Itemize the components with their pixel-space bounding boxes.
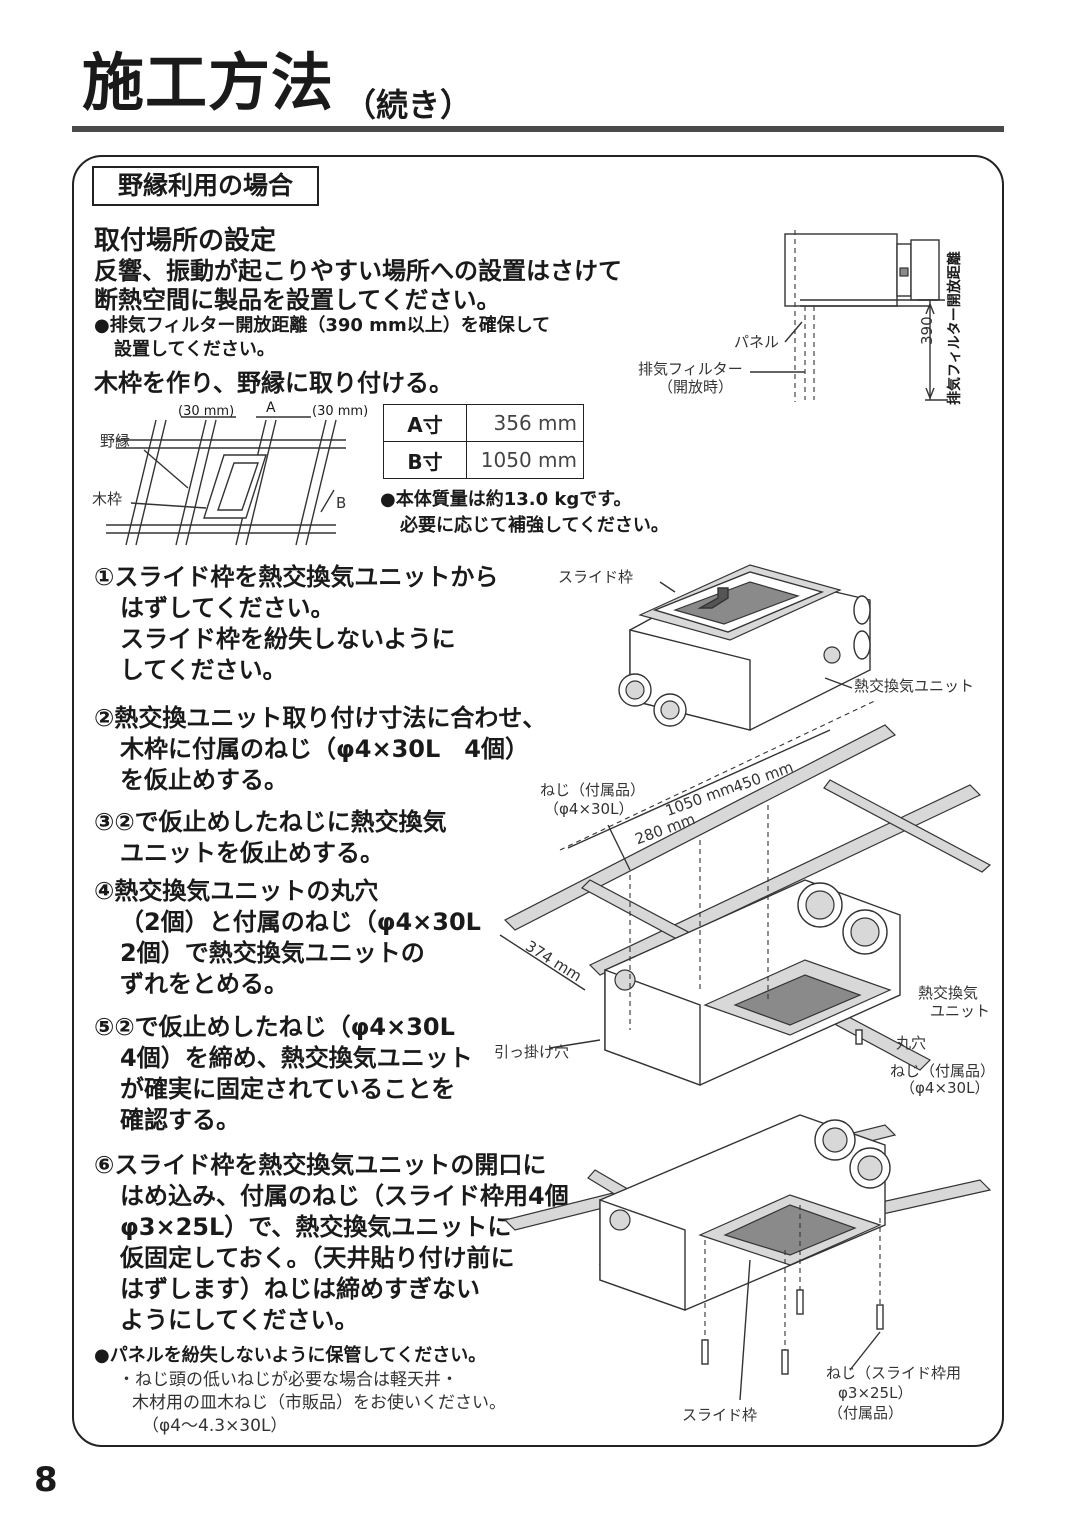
frame-heading: 木枠を作り、野縁に取り付ける。	[94, 369, 454, 397]
screw2-label: ねじ（付属品）	[890, 1062, 996, 1080]
footer-note: ●パネルを紛失しないように保管してください。	[94, 1345, 487, 1366]
hook-hole-label: 引っ掛け穴	[494, 1043, 570, 1061]
noen-label: 野縁	[100, 432, 131, 450]
slide-frame-label: スライド枠	[558, 568, 634, 586]
step-2: ②熱交換ユニット取り付け寸法に合わせ、 木枠に付属のねじ（φ4×30L 4個） …	[94, 704, 547, 794]
unit-label: 熱交換気ユニット	[854, 677, 975, 695]
wakugi-label: 木枠	[92, 490, 123, 508]
filter-open-label: （開放時）	[658, 378, 734, 396]
footer-subnote: ・ねじ頭の低いねじが必要な場合は軽天井・ 木材用の皿木ねじ（市販品）をお使いくだ…	[118, 1370, 506, 1436]
installation-figure	[499, 700, 992, 1087]
mass-note-2: 必要に応じて補強してください。	[400, 515, 669, 536]
title-rule	[72, 126, 1004, 132]
step-6: ⑥スライド枠を熱交換気ユニットの開口に はめ込み、付属のねじ（スライド枠用4個 …	[94, 1151, 569, 1334]
screw-slide-label-b: φ3×25L）	[838, 1384, 913, 1402]
step-1: ①スライド枠を熱交換気ユニットから はずしてください。 スライド枠を紛失しないよ…	[94, 563, 499, 684]
step-3: ③②で仮止めしたねじに熱交換気 ユニットを仮止めする。	[94, 808, 447, 867]
filter-label: 排気フィルター	[638, 360, 743, 378]
intro-line-1: 反響、振動が起こりやすい場所への設置はさけて	[94, 257, 622, 285]
screw-slide-label-c: （付属品）	[828, 1404, 904, 1422]
intro-line-2: 断熱空間に製品を設置してください。	[94, 286, 501, 314]
dim-key: A寸	[383, 404, 467, 442]
dim-value: 1050 mm	[466, 441, 584, 479]
screw-slide-label-a: ねじ（スライド枠用	[826, 1364, 962, 1382]
unit-label-1: 熱交換気	[918, 984, 979, 1002]
panel-label: パネル	[734, 333, 780, 351]
dim-a: A	[266, 400, 276, 416]
slide-frame-removal-figure	[618, 564, 871, 731]
dim-left: (30 mm)	[178, 404, 235, 419]
table-row: A寸 356 mm	[383, 404, 584, 442]
slide-frame-fitting-figure	[503, 1114, 992, 1401]
page-number: 8	[34, 1460, 58, 1500]
dim-key: B寸	[383, 441, 467, 479]
page-subtitle: （続き）	[344, 86, 473, 124]
content-frame	[72, 155, 1004, 1447]
page-title: 施工方法	[82, 46, 335, 119]
mass-note-1: ●本体質量は約13.0 kgです。	[380, 489, 632, 510]
screw2-spec: （φ4×30L）	[900, 1079, 990, 1097]
filter-clearance-figure	[750, 230, 948, 402]
section-heading: 取付場所の設定	[94, 226, 277, 256]
dim-b: B	[336, 494, 347, 512]
section-tag: 野縁利用の場合	[92, 166, 319, 206]
note1-line-1: ●排気フィルター開放距離（390 mm以上）を確保して	[94, 315, 551, 336]
table-row: B寸 1050 mm	[383, 441, 584, 479]
dim-right: (30 mm)	[312, 404, 369, 419]
unit-label-2: ユニット	[930, 1002, 991, 1020]
screw-label: ねじ（付属品）	[540, 781, 646, 799]
slide-frame-label-2: スライド枠	[682, 1406, 758, 1424]
distance-label: 排気フィルター開放距離	[947, 251, 963, 405]
round-hole-label: 丸穴	[896, 1034, 927, 1052]
step-4: ④熱交換気ユニットの丸穴 （2個）と付属のねじ（φ4×30L 2個）で熱交換気ユ…	[94, 877, 481, 998]
distance-390: 390	[918, 316, 936, 345]
note1-line-2: 設置してください。	[114, 339, 275, 360]
dimensions-table: A寸 356 mm B寸 1050 mm	[383, 404, 584, 479]
dim-value: 356 mm	[466, 404, 584, 442]
step-5: ⑤②で仮止めしたねじ（φ4×30L 4個）を締め、熱交換気ユニット が確実に固定…	[94, 1013, 473, 1134]
screw-spec: （φ4×30L）	[544, 800, 634, 818]
wood-frame-figure	[106, 416, 346, 546]
